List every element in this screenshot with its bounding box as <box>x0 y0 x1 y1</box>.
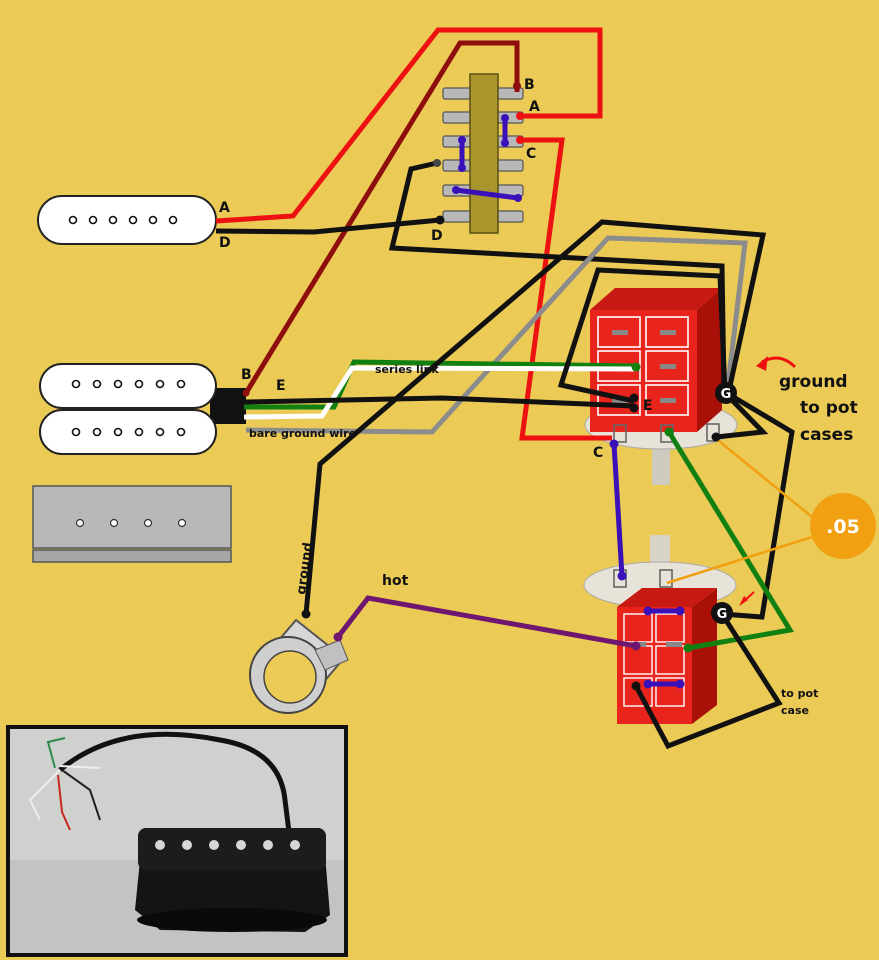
ground-G1-label: G <box>721 387 732 402</box>
ground-to-pot-cases-line2: to pot <box>800 398 858 418</box>
tone-jumpers <box>645 608 683 687</box>
red-wire-neck-A <box>215 27 603 224</box>
to-pot-case-line1: to pot <box>781 687 818 700</box>
white-wire <box>243 365 635 420</box>
purple-hot-wire <box>336 595 637 649</box>
ground-point-G1: G <box>715 382 737 404</box>
bare-ground-label: bare ground wire <box>249 427 356 440</box>
gray-bare-ground-wire <box>245 235 748 435</box>
to-pot-case-line2: case <box>781 704 809 717</box>
capacitor-label: .05 <box>826 516 860 538</box>
ground-to-pot-cases-line3: cases <box>800 425 853 445</box>
ground-to-pot-cases-line1: ground <box>779 372 848 392</box>
capacitor-leg-1 <box>713 436 813 518</box>
capacitor-icon: .05 <box>810 493 876 559</box>
three-way-switch-icon <box>442 73 524 234</box>
black-wire-G-to-lug <box>715 393 769 440</box>
volume-pot-icon <box>584 288 738 485</box>
green-wire-to-tone <box>666 430 795 651</box>
red-wire-switch-C <box>519 137 612 441</box>
ground-point-G2: G <box>711 602 733 624</box>
switch-C-label: C <box>526 146 536 162</box>
jack-hot-label: hot <box>382 573 409 589</box>
pot-C-label: C <box>593 445 603 461</box>
switch-B-label: B <box>524 77 535 93</box>
neck-D-label: D <box>219 235 231 251</box>
switch-A-label: A <box>529 99 540 115</box>
hum-E-label: E <box>276 378 286 394</box>
switch-D-label: D <box>431 228 443 244</box>
neck-A-label: A <box>219 200 230 216</box>
tone-pot-icon <box>583 535 737 724</box>
humbucker-pickup-icon <box>39 363 246 455</box>
black-wire-to-pot-case <box>633 612 783 750</box>
switch-jumpers <box>453 115 521 201</box>
black-wire-neck-D <box>215 217 441 235</box>
pot-E-label: E <box>643 398 653 414</box>
bridge-plate-icon <box>32 485 232 563</box>
neck-pickup-icon <box>37 195 217 245</box>
capacitor-leg-2 <box>666 535 813 585</box>
ground-G2-label: G <box>717 607 728 622</box>
solder-dots <box>242 82 721 691</box>
output-jack-icon <box>249 618 349 714</box>
blue-wire-C-to-tone <box>611 443 625 577</box>
black-wire-jack-ground <box>303 219 767 615</box>
black-wire-volume-loop <box>557 267 728 404</box>
black-wire-G-to-tone <box>721 392 795 620</box>
dark-red-wire-hum-B <box>243 40 520 395</box>
hum-B-label: B <box>241 367 252 383</box>
red-arrowhead <box>756 356 768 371</box>
black-wire-hum-E <box>245 395 635 409</box>
jack-ground-label: ground <box>294 542 316 596</box>
telecaster-pickup-photo <box>6 725 348 957</box>
series-link-label: series link <box>375 363 439 376</box>
